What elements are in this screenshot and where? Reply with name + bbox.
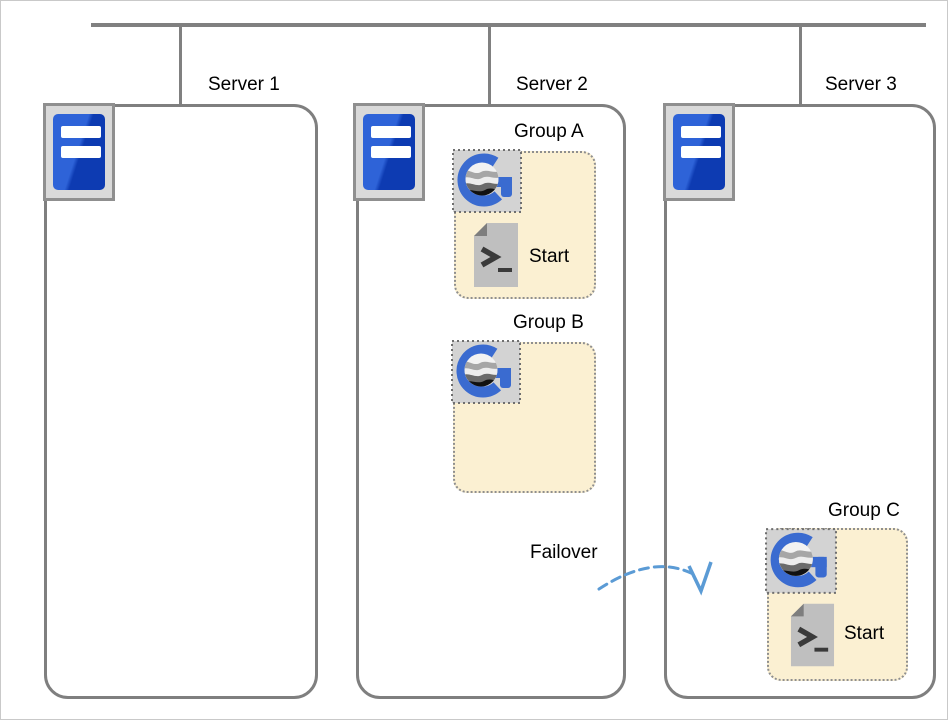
group-b-label: Group B (513, 312, 584, 333)
server3-label: Server 3 (825, 74, 897, 95)
server1-box (44, 104, 318, 699)
server-icon (353, 103, 425, 201)
group-a-script-label: Start (529, 246, 570, 267)
server-icon-panel (673, 114, 725, 190)
server-icon (43, 103, 115, 201)
script-file-icon (790, 602, 835, 668)
group-c-script-label: Start (844, 623, 885, 644)
group-c-box (767, 528, 908, 681)
server-icon-panel (53, 114, 105, 190)
script-file-icon (473, 222, 519, 288)
server-icon-slot (61, 146, 101, 158)
cluster-application-icon (452, 149, 522, 213)
cluster-application-icon (765, 526, 837, 596)
server-icon-slot (371, 126, 411, 138)
server-icon-slot (61, 126, 101, 138)
server1-label: Server 1 (208, 74, 280, 95)
failover-arrow-icon (597, 561, 713, 596)
server-icon-slot (681, 146, 721, 158)
group-a-label: Group A (514, 121, 584, 142)
server3-drop-line (799, 23, 802, 105)
server2-drop-line (488, 23, 491, 105)
server2-label: Server 2 (516, 74, 588, 95)
server-icon-slot (371, 146, 411, 158)
failover-label: Failover (530, 542, 598, 563)
cluster-application-icon (451, 340, 521, 404)
server1-drop-line (179, 23, 182, 105)
network-bus-line (91, 23, 926, 27)
server-icon-slot (681, 126, 721, 138)
group-c-label: Group C (828, 500, 900, 521)
server-icon (663, 103, 735, 201)
server-icon-panel (363, 114, 415, 190)
